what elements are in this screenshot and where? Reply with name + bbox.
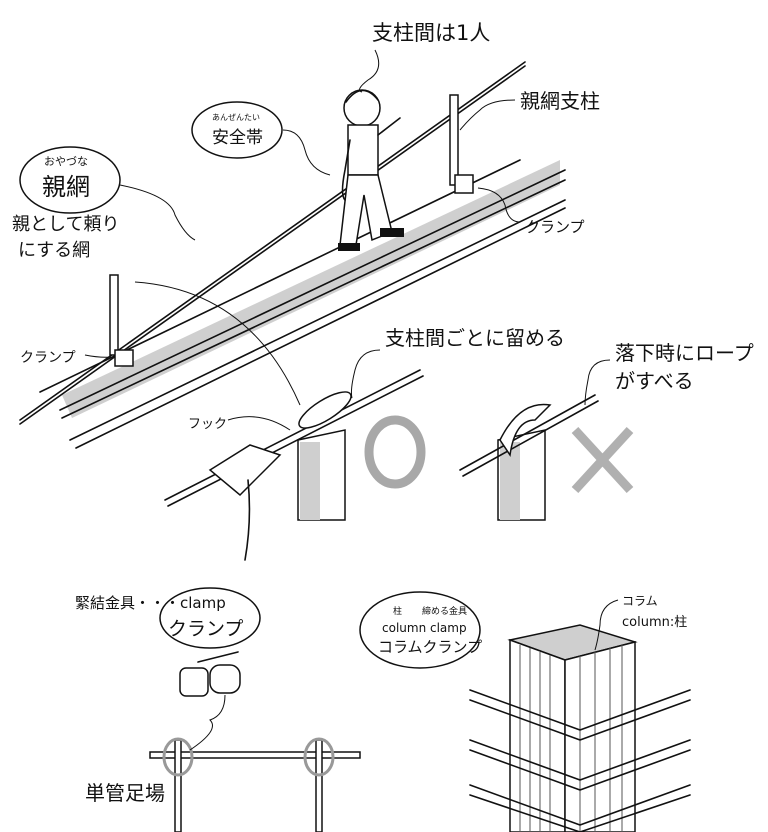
column-bubble-reading-1: 柱 bbox=[393, 605, 402, 617]
clamp-left-label: クランプ bbox=[20, 350, 76, 366]
column-bubble-en: column clamp bbox=[382, 621, 467, 635]
column-bubble-reading-2: 締める金具 bbox=[422, 605, 467, 617]
wrong-hook-detail bbox=[459, 394, 599, 521]
coupler-label: 緊結金具・・・clamp bbox=[75, 594, 226, 612]
lifeline-post-left bbox=[109, 274, 134, 367]
harness-label: 安全帯 bbox=[212, 128, 263, 148]
lifeline-desc-1: 親として頼り bbox=[12, 214, 119, 235]
lifeline-desc-2: にする網 bbox=[18, 240, 90, 261]
column-label-2: column:柱 bbox=[622, 615, 687, 630]
clamp-right-label: クランプ bbox=[525, 218, 585, 236]
scaffold-label: 単管足場 bbox=[85, 781, 165, 805]
coupler-bubble-label: クランプ bbox=[168, 618, 243, 640]
fix-label: 支柱間ごとに留める bbox=[385, 326, 565, 350]
column-clamp-bubble bbox=[359, 591, 481, 669]
one-person-label: 支柱間は1人 bbox=[372, 21, 490, 45]
lifeline-bubble bbox=[19, 146, 121, 214]
wrong-mark-x bbox=[571, 426, 634, 494]
column-bubble-jp: コラムクランプ bbox=[378, 638, 482, 656]
formwork-column bbox=[469, 624, 691, 832]
worker-figure bbox=[338, 89, 404, 251]
coupler-clamp bbox=[179, 651, 241, 697]
column-label-1: コラム bbox=[622, 594, 658, 608]
harness-reading: あんぜんたい bbox=[212, 113, 260, 122]
hook-label: フック bbox=[188, 417, 227, 432]
harness-bubble bbox=[191, 101, 283, 159]
tube-scaffold bbox=[149, 694, 361, 832]
correct-mark-o bbox=[364, 415, 426, 489]
lifeline-post-right bbox=[449, 94, 474, 194]
slip-label-1: 落下時にロープ bbox=[615, 341, 754, 365]
leader-lines bbox=[84, 49, 611, 431]
lifeline-rope bbox=[19, 61, 526, 425]
lifeline-reading: おやづな bbox=[44, 155, 88, 168]
coupler-bubble bbox=[159, 587, 261, 649]
post-label: 親網支柱 bbox=[520, 89, 600, 113]
slip-label-2: がすべる bbox=[615, 369, 694, 393]
lifeline-label: 親網 bbox=[42, 173, 90, 201]
correct-hook-detail bbox=[164, 369, 424, 561]
